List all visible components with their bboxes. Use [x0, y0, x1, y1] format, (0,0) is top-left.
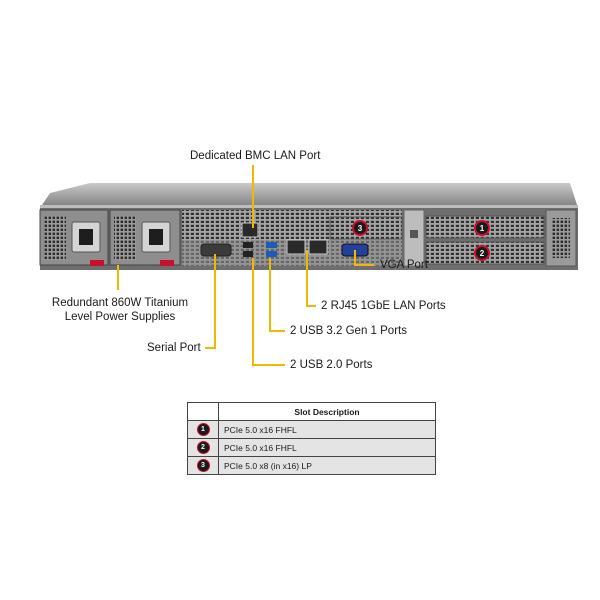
slot-number-cell: 3 [187, 456, 219, 475]
lan-port-1 [286, 239, 306, 255]
table-row: 1 PCIe 5.0 x16 FHFL [187, 420, 436, 439]
slot-number-badge: 3 [196, 459, 210, 472]
power-supplies-label-line1: Redundant 860W Titanium [51, 297, 189, 309]
leader-usb2 [252, 258, 285, 366]
usb2-port-a [243, 242, 253, 248]
slot-badge-3: 3 [352, 220, 368, 236]
bmc-lan-port-label: Dedicated BMC LAN Port [190, 150, 321, 162]
table-header-row: Slot Description [187, 402, 436, 421]
lan-ports-label: 2 RJ45 1GbE LAN Ports [321, 300, 446, 312]
serial-port-label: Serial Port [147, 342, 201, 354]
table-row: 3 PCIe 5.0 x8 (in x16) LP [187, 456, 436, 475]
slot-desc-cell: PCIe 5.0 x16 FHFL [218, 438, 436, 457]
slot-number-cell: 1 [187, 420, 219, 439]
svg-text:2: 2 [480, 249, 485, 258]
usb3-port-a [266, 242, 277, 248]
usb3-port-b [266, 251, 277, 257]
slot-badge-2: 2 [474, 245, 490, 261]
usb3-ports-label: 2 USB 3.2 Gen 1 Ports [290, 325, 407, 337]
table-header-label: Slot Description [218, 402, 436, 421]
slot-description-table: Slot Description 1 PCIe 5.0 x16 FHFL 2 P… [187, 402, 436, 475]
leader-lan [306, 250, 316, 307]
power-supply-1 [39, 209, 109, 266]
slot-badge-1: 1 [474, 220, 490, 236]
slot-number-badge: 2 [196, 441, 210, 454]
leader-vga [354, 250, 374, 266]
chassis-top [40, 183, 578, 208]
table-header-blank [187, 402, 219, 421]
leader-usb3 [269, 258, 285, 332]
lan-port-2 [308, 239, 328, 255]
vga-port-label: VGA Port [380, 259, 428, 271]
slot-number-cell: 2 [187, 438, 219, 457]
slot-desc-cell: PCIe 5.0 x8 (in x16) LP [218, 456, 436, 475]
slot-number-badge: 1 [196, 423, 210, 436]
usb2-port-b [243, 251, 253, 257]
power-supply-2 [109, 209, 181, 266]
slot-desc-cell: PCIe 5.0 x16 FHFL [218, 420, 436, 439]
table-row: 2 PCIe 5.0 x16 FHFL [187, 438, 436, 457]
svg-text:1: 1 [480, 224, 485, 233]
svg-text:3: 3 [358, 224, 363, 233]
leader-serial [205, 254, 216, 349]
bmc-lan-jack [241, 222, 259, 238]
power-supplies-label-line2: Level Power Supplies [64, 311, 176, 323]
power-supplies-label: Redundant 860W Titanium Level Power Supp… [50, 296, 190, 324]
usb2-ports-label: 2 USB 2.0 Ports [290, 359, 373, 371]
